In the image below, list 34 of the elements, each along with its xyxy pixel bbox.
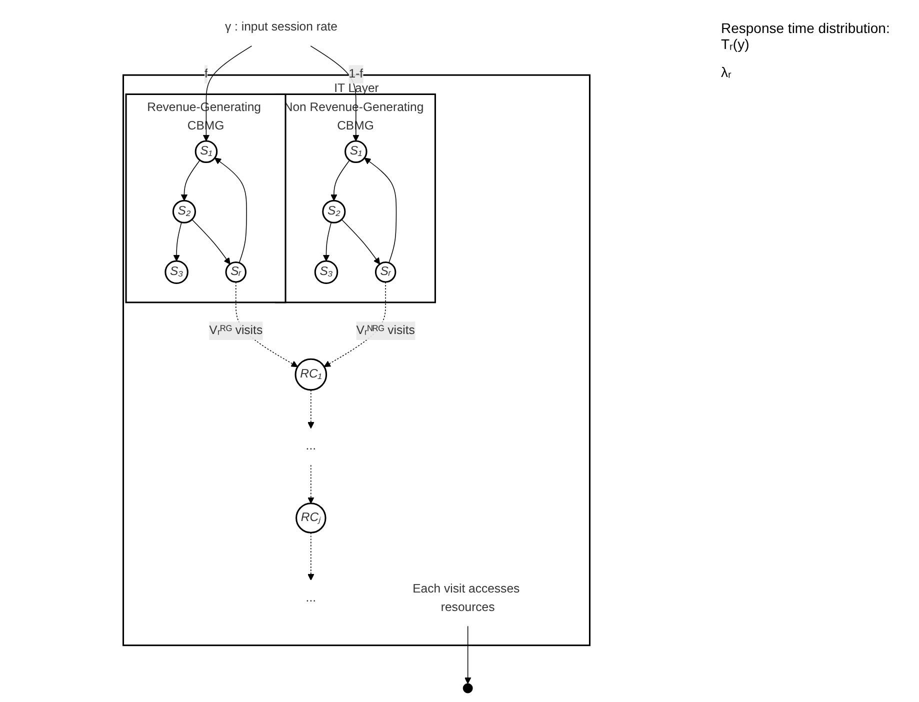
arrow: [308, 532, 314, 580]
arrow: [330, 160, 350, 201]
arrow: [173, 222, 182, 262]
arrow: [202, 46, 252, 142]
arrow: [322, 222, 332, 262]
arrow: [308, 464, 314, 504]
node-text: Each visit accesses resources: [412, 582, 520, 614]
arrow: [214, 158, 247, 264]
node-circle: Sᵣ: [374, 261, 396, 283]
arrow: [341, 219, 380, 264]
node-circle: RCⱼ: [296, 502, 326, 534]
note-label: λᵣ: [721, 64, 732, 80]
node-circle: S₁: [194, 140, 218, 164]
note-label: Response time distribution: Tᵣ(y): [721, 20, 891, 52]
node-text: ...: [306, 592, 316, 605]
node-circle: S₁: [344, 140, 368, 164]
node-text: ...: [306, 440, 316, 453]
node-circle: Sᵣ: [225, 261, 246, 283]
edge-label: 1-f: [348, 67, 364, 80]
node-circle: S₃: [164, 260, 188, 284]
edge-label: f: [204, 67, 208, 80]
node-circle: S₂: [172, 200, 196, 224]
node-circle: S₂: [322, 200, 346, 224]
arrow: [364, 158, 397, 264]
node-circle: S₃: [314, 260, 338, 284]
arrow: [180, 160, 200, 201]
arrow: [192, 219, 230, 264]
edge-label: Vᵣᴿᴳ visits: [209, 324, 263, 337]
edge-label: Vᵣᴺᴿᴳ visits: [356, 324, 415, 337]
arrow: [308, 390, 314, 429]
node-text: γ : input session rate: [224, 20, 338, 34]
node-circle: RC₁: [294, 358, 328, 391]
arrow: [464, 626, 472, 684]
arrow: [310, 46, 360, 142]
